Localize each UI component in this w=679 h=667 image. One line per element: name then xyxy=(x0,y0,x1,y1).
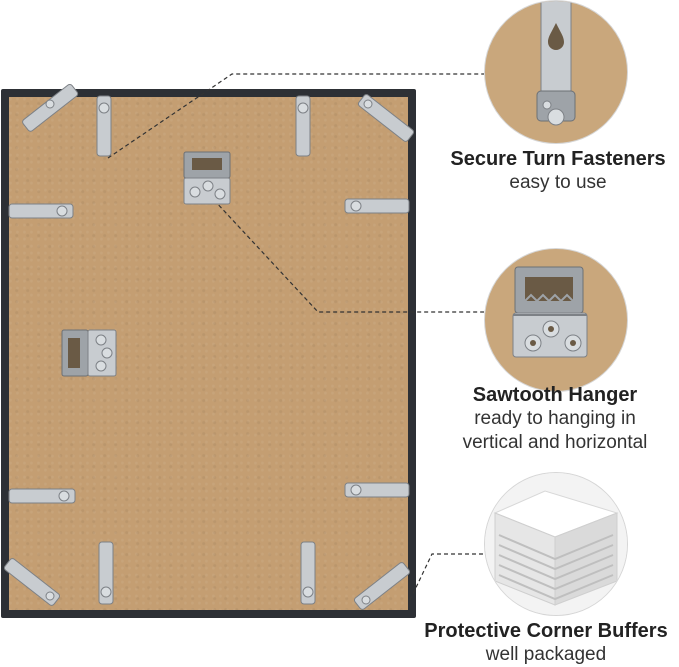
leader-line-buffers xyxy=(409,553,484,601)
corner-fastener-bottom-right xyxy=(353,562,411,610)
turn-fastener-bottom-right xyxy=(300,541,316,605)
turn-fastener-left-upper xyxy=(8,203,74,219)
turn-fastener-icon xyxy=(536,1,576,126)
corner-buffer-closeup xyxy=(484,472,628,616)
turn-fastener-top-right xyxy=(295,95,311,157)
corner-fastener-bottom-left xyxy=(3,558,61,606)
turn-fastener-bottom-left xyxy=(98,541,114,605)
leader-line-hanger xyxy=(213,199,484,313)
turn-fastener-left-lower xyxy=(8,488,76,504)
sawtooth-hanger-icon xyxy=(512,266,588,358)
turn-fastener-closeup xyxy=(484,0,628,144)
corner-buffer-icon xyxy=(485,473,627,615)
feature-title: Protective Corner Buffers xyxy=(424,620,668,642)
turn-fastener-top-left xyxy=(96,95,112,157)
corner-fastener-top-left xyxy=(22,83,79,132)
feature-label-buffers: Protective Corner Buffers well packaged xyxy=(396,619,679,667)
corner-fastener-top-right xyxy=(357,94,415,142)
sawtooth-hanger-side xyxy=(61,329,117,377)
turn-fastener-right-upper xyxy=(344,198,410,214)
feature-title: Sawtooth Hanger xyxy=(472,384,638,406)
sawtooth-hanger-closeup xyxy=(484,248,628,392)
feature-subtitle: well packaged xyxy=(485,644,607,665)
turn-fastener-right-lower xyxy=(344,482,410,498)
feature-subtitle: ready to hanging in xyxy=(474,408,636,429)
feature-label-hanger: Sawtooth Hanger ready to hanging in vert… xyxy=(405,383,679,455)
sawtooth-hanger-top xyxy=(183,151,231,205)
feature-subtitle: easy to use xyxy=(509,172,607,193)
feature-label-fasteners: Secure Turn Fasteners easy to use xyxy=(408,147,679,195)
leader-line-fasteners xyxy=(107,73,484,159)
feature-title: Secure Turn Fasteners xyxy=(450,148,666,170)
feature-subtitle: vertical and horizontal xyxy=(462,432,648,453)
